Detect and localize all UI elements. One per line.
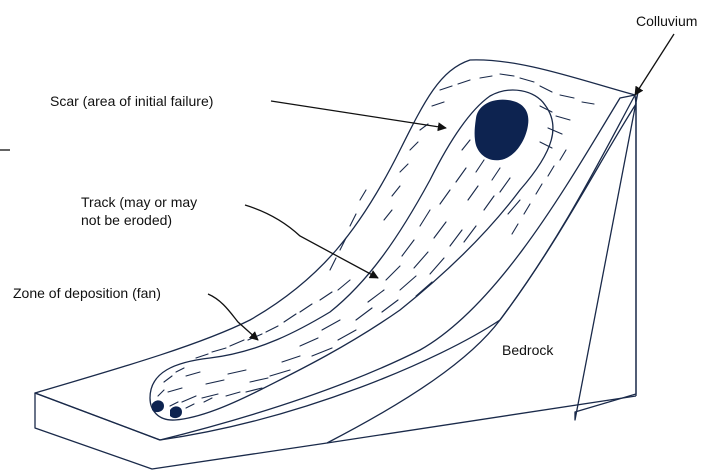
block-bottom-edge	[327, 396, 636, 443]
deposition-leader	[208, 294, 258, 340]
bedrock-face	[35, 95, 636, 469]
scar-leader	[271, 101, 446, 128]
toe-blob-1	[152, 400, 164, 412]
scar-shape	[475, 100, 529, 161]
slope-surface	[35, 60, 635, 440]
label-track-line1: Track (may or may	[81, 194, 197, 210]
label-bedrock: Bedrock	[502, 342, 554, 358]
colluvium-leader	[635, 34, 674, 95]
label-scar: Scar (area of initial failure)	[50, 93, 213, 109]
label-track-line2: not be eroded)	[81, 212, 172, 228]
block-right-face	[575, 92, 638, 420]
label-colluvium: Colluvium	[636, 13, 697, 29]
track-leader	[245, 205, 378, 278]
toe-blob-2	[170, 406, 182, 418]
label-deposition: Zone of deposition (fan)	[13, 285, 161, 301]
